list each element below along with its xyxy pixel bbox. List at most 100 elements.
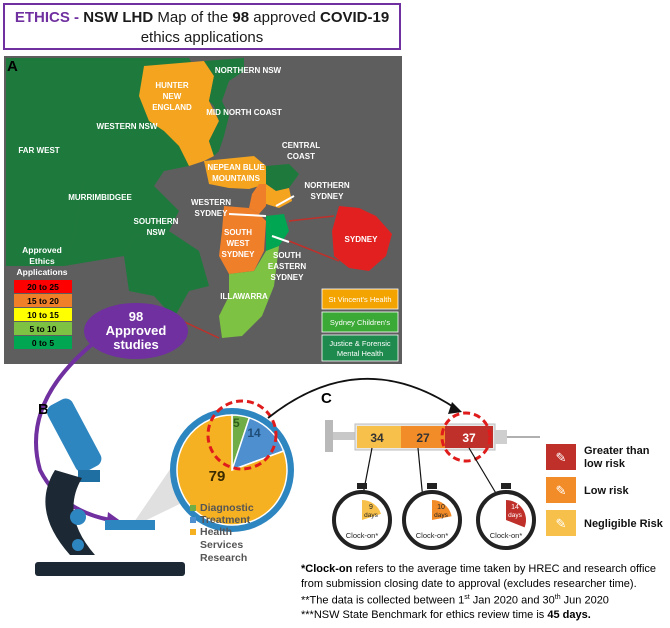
panel-letter-c: C [321,390,332,407]
pie-label-hsr: 79 [209,468,226,485]
region-far-west [6,58,84,266]
legend-band-label-1: 15 to 20 [27,296,59,306]
footnote-4: ***NSW State Benchmark for ethics review… [301,608,667,623]
timer-fill-1 [432,500,452,520]
label-central: CENTRAL [282,141,320,150]
risk-swatch-high [546,444,576,470]
label-far-west: FAR WEST [18,146,59,155]
timer-unit-0: days [364,512,378,519]
region-southern-nsw [124,231,209,318]
title-map-of: Map of the [153,9,233,26]
label-se-eastern: EASTERN [268,262,306,271]
timer-button-1 [427,483,437,489]
box-sydney-childrens [321,311,399,333]
box-st-vincents [321,288,399,310]
risk-label-high-2: low risk [584,458,626,470]
syringe-plunger-end [325,420,333,452]
label-new: NEW [163,92,182,101]
legend-hsr-1: Health [200,526,232,538]
title-nsw-lhd: NSW LHD [83,9,154,26]
pie-legend: Diagnostic Treatment Health Services Res… [190,502,254,564]
legend-title-ethics: Ethics [29,256,55,266]
label-western-sydney: SYDNEY [195,209,229,218]
microscope-base [35,562,185,576]
label-south: SOUTH [224,228,252,237]
label-southern: SOUTHERN [134,217,179,226]
footnote-3b: Jan 2020 and 30 [469,594,555,607]
label-northern-nsw: NORTHERN NSW [215,66,282,75]
timer-button-2 [501,483,511,489]
bubble-studies: studies [113,337,159,352]
label-st-vincents: St Vincent's Health [329,295,392,304]
legend-band-3 [14,322,72,335]
footnote-3-sup2: th [554,594,561,601]
timer-button-0 [357,483,367,489]
label-nepean: NEPEAN BLUE [207,163,265,172]
legend-title-approved: Approved [22,245,62,255]
legend-band-label-2: 10 to 15 [27,310,59,320]
risk-label-negligible: Negligible Risk [584,518,664,530]
legend-band-label-3: 5 to 10 [30,324,57,334]
footnote-clock-on: *Clock-on [301,563,353,575]
label-mid-north-coast: MID NORTH COAST [206,108,282,117]
clock-on-timers: 9daysClock-on*10daysClock-on*14daysClock… [332,483,536,550]
legend-band-0 [14,280,72,293]
region-south-west-sydney [219,206,266,274]
timer-unit-2: days [508,512,522,519]
legend-swatch-treatment [190,517,196,523]
footnote-2: from submission closing date to approval… [301,577,637,590]
label-northern: NORTHERN [304,181,350,190]
label-coast: COAST [287,152,315,161]
microscope-knob-1 [70,509,86,525]
footnote-3-sup1: st [464,594,470,601]
label-western: WESTERN [191,198,231,207]
region-central-coast [266,164,299,191]
syringe-icon-negligible: ✎ [556,516,567,531]
label-northern-sydney: SYDNEY [311,192,345,201]
footnote-4a: ***NSW State Benchmark for ethics review… [301,609,548,622]
region-murrumbidgee [64,178,179,266]
figure-title: ETHICS - NSW LHD Map of the 98 approved … [3,3,401,50]
nsw-lhd-map: NORTHERN NSW HUNTER NEW ENGLAND MID NORT… [4,56,402,364]
syringe-value-3: 37 [462,431,476,445]
syringe-seg-low [401,426,445,448]
legend-swatch-diagnostic [190,505,196,511]
title-ethics: ETHICS [14,9,70,26]
pointer-se-sydney [271,235,290,243]
connector-arrowhead [448,402,462,414]
applications-legend: Approved Ethics Applications 20 to 2515 … [14,245,72,349]
risk-legend: ✎ Greater than low risk ✎ Low risk ✎ Neg… [546,444,664,536]
label-sw-sydney: SYDNEY [222,250,256,259]
timer-label-0: Clock-on* [346,531,379,540]
region-northern-nsw [204,58,244,106]
panel-letter-a: A [7,58,18,75]
approved-studies-bubble [84,303,188,359]
microscope-arm [45,470,95,555]
label-hunter: HUNTER [155,81,189,90]
panel-letter-b: B [38,401,49,418]
syringe-value-1: 34 [370,431,384,445]
footnote-1-rest: refers to the average time taken by HREC… [352,563,657,575]
bubble-count: 98 [129,309,143,324]
label-murrumbidgee: MURRIMBIDGEE [68,193,132,202]
box-justice-forensic [321,334,399,362]
region-south-eastern-sydney [266,214,289,251]
label-southern-nsw: NSW [147,228,166,237]
timer-fill-0 [362,500,382,520]
legend-band-label-0: 20 to 25 [27,282,59,292]
region-nepean [204,156,266,189]
timer-fill-2 [506,500,526,528]
syringe-icon-low: ✎ [556,483,567,498]
region-illawarra [219,246,279,338]
region-hunter-new-england [139,61,219,166]
risk-swatch-low [546,477,576,503]
leader-line-sydney [288,240,340,262]
region-northern-sydney [266,184,292,208]
legend-band-label-4: 0 to 5 [32,338,54,348]
syringe-seg-high [445,426,493,448]
microscope-nosepiece [78,470,100,482]
legend-hsr-2: Services [200,539,243,551]
legend-band-1 [14,294,72,307]
pointer-timer-2 [417,447,424,501]
